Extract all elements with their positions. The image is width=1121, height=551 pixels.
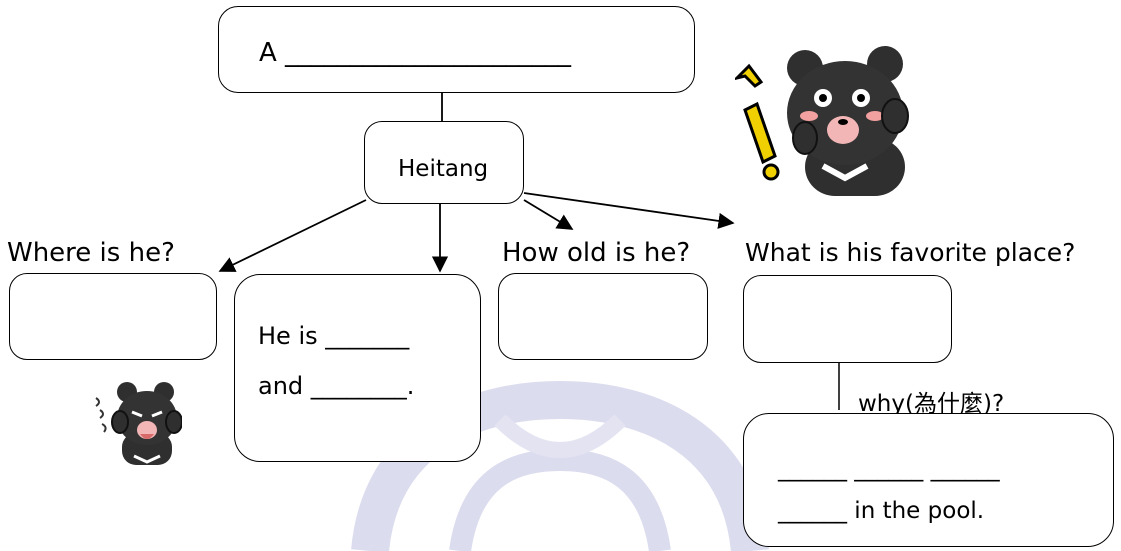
question-how-old: How old is he?: [502, 238, 691, 268]
description-line-1: He is _______: [258, 322, 410, 350]
question-where: Where is he?: [7, 238, 175, 268]
top-box: [218, 6, 695, 93]
arrow-to-where: [218, 199, 367, 272]
why-line-2: ______ in the pool.: [778, 498, 985, 524]
description-box: [234, 274, 481, 462]
center-box-label: Heitang: [398, 156, 489, 182]
arrow-to-favorite-place: [523, 192, 735, 229]
description-line-2: and ________.: [258, 372, 415, 400]
favorite-place-answer-box: [743, 275, 952, 363]
crying-bear-icon: [95, 382, 182, 465]
center-box: [364, 121, 524, 204]
where-answer-box: [9, 273, 217, 360]
top-box-text: A ______________________: [259, 38, 572, 68]
how-old-answer-box: [498, 273, 708, 360]
surprised-bear-icon: [735, 46, 909, 196]
why-line-1: ______ ______ ______: [778, 456, 1000, 482]
question-why: why(為什麼)?: [858, 391, 1005, 417]
why-answer-box: [743, 413, 1114, 547]
arrow-to-how-old: [523, 199, 574, 230]
question-favorite-place: What is his favorite place?: [745, 238, 1076, 267]
